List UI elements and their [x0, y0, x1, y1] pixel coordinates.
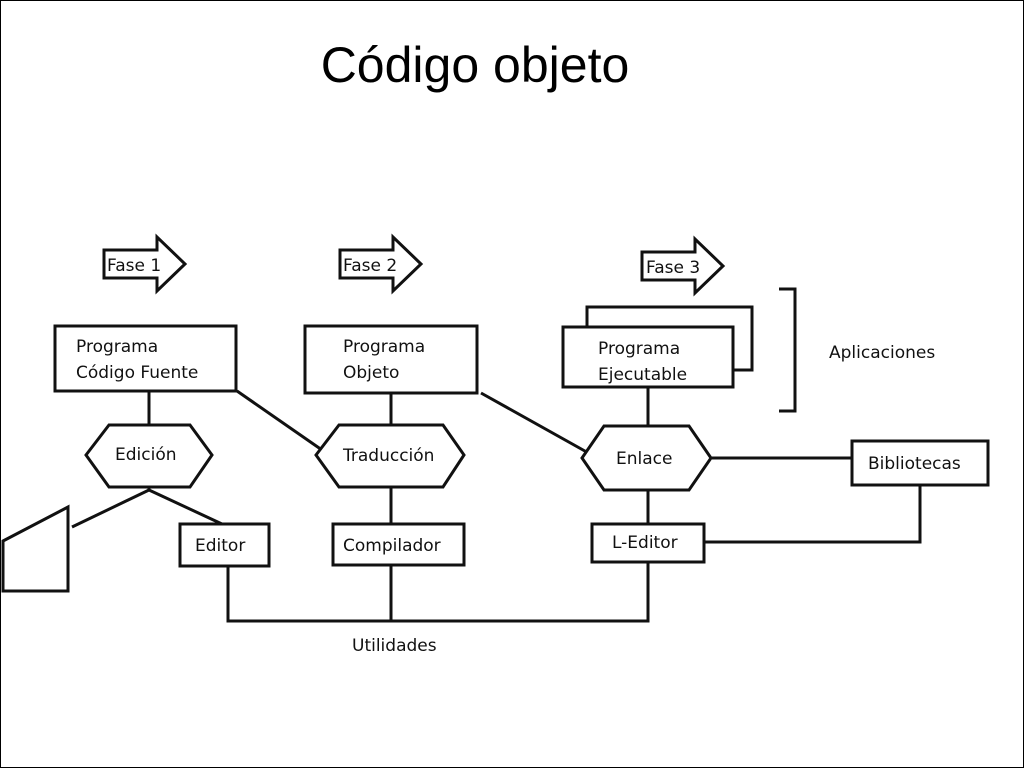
executable-program-box — [561, 325, 735, 389]
source-program-line1: Programa — [76, 337, 158, 357]
connector-object-link — [480, 391, 593, 457]
linker-box — [590, 522, 706, 564]
editor-label: Editor — [195, 536, 245, 556]
object-program-box — [303, 324, 479, 395]
applications-label: Aplicaciones — [829, 343, 935, 363]
connector-libraries-linker — [705, 485, 922, 544]
object-program-line2: Objeto — [343, 363, 399, 383]
libraries-label: Bibliotecas — [868, 454, 961, 474]
executable-program-line2: Ejecutable — [598, 365, 687, 385]
linker-label: L-Editor — [612, 533, 678, 553]
edit-process-label: Edición — [115, 445, 177, 465]
connector-edit-editor — [148, 488, 223, 526]
connector-edit-terminal — [71, 488, 150, 529]
libraries-box — [850, 439, 990, 487]
editor-box — [178, 522, 271, 568]
source-program-line2: Código Fuente — [76, 363, 198, 383]
phase-2-arrow — [338, 233, 424, 295]
compiler-label: Compilador — [343, 536, 441, 556]
executable-program-line1: Programa — [598, 339, 680, 359]
translate-process-hexagon — [314, 423, 466, 489]
applications-bracket — [779, 287, 797, 413]
phase-3-label: Fase 3 — [646, 258, 700, 278]
utilities-label: Utilidades — [352, 636, 437, 656]
object-program-line1: Programa — [343, 337, 425, 357]
edit-process-hexagon — [84, 423, 214, 489]
phase-1-label: Fase 1 — [107, 256, 161, 276]
connector-source-translate — [236, 389, 323, 452]
phase-2-label: Fase 2 — [343, 256, 397, 276]
link-process-label: Enlace — [616, 449, 672, 469]
link-process-hexagon — [580, 424, 713, 492]
compiler-box — [331, 522, 466, 567]
slide-title: Código objeto — [320, 37, 630, 93]
terminal-icon — [1, 504, 70, 593]
phase-3-arrow — [640, 235, 726, 297]
source-program-box — [53, 324, 238, 393]
translate-process-label: Traducción — [342, 446, 434, 466]
utilities-bus — [226, 562, 650, 623]
phase-1-arrow — [102, 233, 188, 295]
